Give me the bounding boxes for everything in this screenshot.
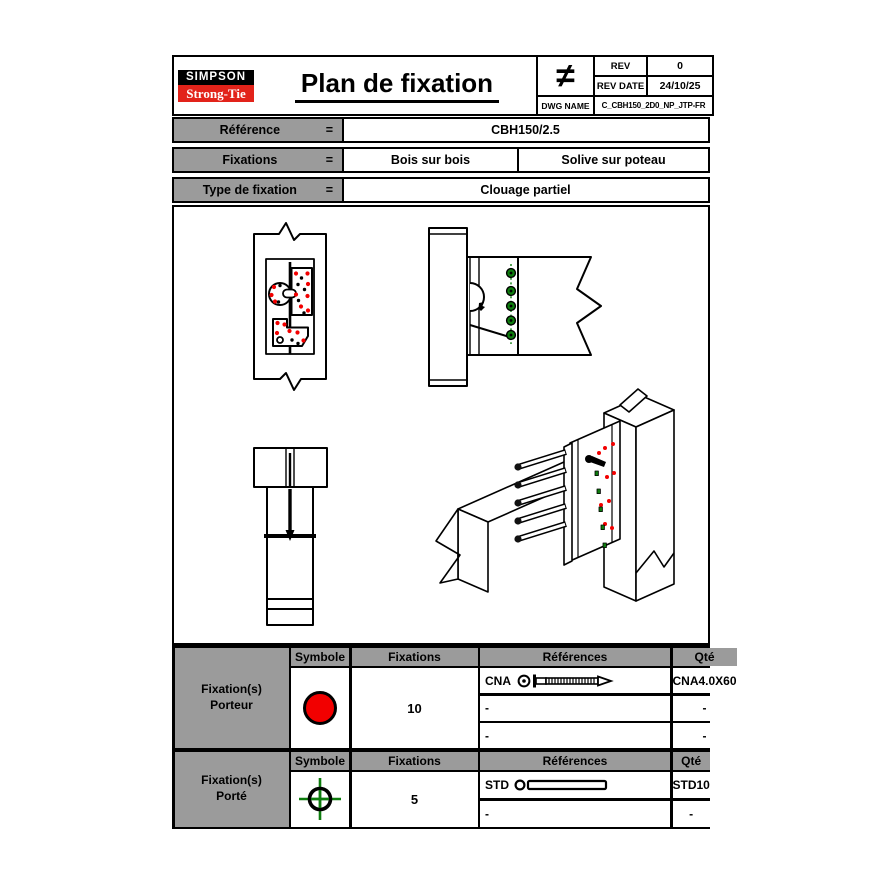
reference-row: Référence = CBH150/2.5 [172, 117, 710, 143]
fixation-cell: - [480, 800, 670, 827]
rev-date-label: REV DATE [595, 77, 646, 95]
view-front-section [253, 447, 328, 626]
fixation-cell: - [480, 723, 670, 748]
drawing-area [172, 205, 710, 645]
reference-cell: - [672, 800, 710, 827]
header-fixations: Fixations [351, 647, 478, 666]
dwg-name-value: C_CBH150_2D0_NP_JTP-FR [595, 97, 712, 114]
cna-nail-icon [517, 674, 614, 687]
group-label-porteur: Fixation(s) Porteur [174, 647, 289, 748]
fixation-type-value: Clouage partiel [341, 177, 710, 203]
porte-symbol-icon [299, 778, 341, 821]
drawing-sheet: SIMPSON Strong-Tie Plan de fixation ≠ RE… [172, 55, 737, 829]
rev-label: REV [595, 57, 646, 75]
reference-cell: - [672, 695, 737, 721]
logo-strongtie: Strong-Tie [178, 84, 254, 102]
porteur-symbol-cell [291, 668, 349, 748]
fixations-value-2: Solive sur poteau [517, 147, 710, 173]
porteur-symbol-icon [303, 691, 337, 725]
header-symbole: Symbole [291, 647, 349, 666]
fixation-table-porte: Fixation(s) Porté Symbole Fixations Réfé… [172, 749, 710, 829]
porteur-qty: 10 [351, 668, 478, 748]
fixations-row: Fixations = Bois sur bois Solive sur pot… [172, 147, 710, 173]
fixation-type-label: Type de fixation [202, 183, 297, 197]
fixation-table-porteur: Fixation(s) Porteur Symbole Fixations Ré… [172, 645, 737, 751]
header-qte: Qté [672, 751, 710, 770]
dwg-name-label: DWG NAME [538, 97, 593, 114]
logo-simpson: SIMPSON [178, 69, 254, 85]
porte-symbol-cell [291, 772, 349, 827]
equals-sign: = [325, 123, 333, 137]
reference-cell: STD10 [672, 772, 710, 798]
equals-sign: = [325, 153, 333, 167]
page-title: Plan de fixation [294, 68, 500, 103]
header-references: Références [480, 647, 670, 666]
simpson-strongtie-logo: SIMPSON Strong-Tie [174, 57, 258, 114]
porte-qty: 5 [351, 772, 478, 827]
header-references: Références [480, 751, 670, 770]
reference-cell: CNA4.0X60 [672, 668, 737, 693]
fixation-cell: CNA [480, 668, 670, 693]
nails [514, 449, 567, 543]
fixations-label: Fixations [222, 153, 278, 167]
fixation-cell: - [480, 695, 670, 721]
revision-block: ≠ REV 0 REV DATE 24/10/25 DWG NAME C_CBH… [536, 57, 712, 114]
title-block: SIMPSON Strong-Tie Plan de fixation ≠ RE… [172, 55, 714, 116]
header-symbole: Symbole [291, 751, 349, 770]
equals-sign: = [325, 183, 333, 197]
view-side-section [428, 227, 602, 387]
header-qte: Qté [672, 647, 737, 666]
group-label-porte: Fixation(s) Porté [174, 751, 289, 827]
header-fixations: Fixations [351, 751, 478, 770]
rev-date-value: 24/10/25 [648, 77, 712, 95]
rev-value: 0 [648, 57, 712, 75]
fixations-value-1: Bois sur bois [341, 147, 520, 173]
reference-value: CBH150/2.5 [341, 117, 710, 143]
fixation-type-row: Type de fixation = Clouage partiel [172, 177, 710, 203]
reference-cell: - [672, 723, 737, 748]
view-top-section [253, 222, 327, 391]
reference-label: Référence [219, 123, 281, 137]
view-isometric [435, 388, 675, 602]
projection-symbol-icon: ≠ [538, 57, 593, 95]
std-pin-icon [514, 779, 608, 791]
fixation-cell: STD [480, 772, 670, 798]
